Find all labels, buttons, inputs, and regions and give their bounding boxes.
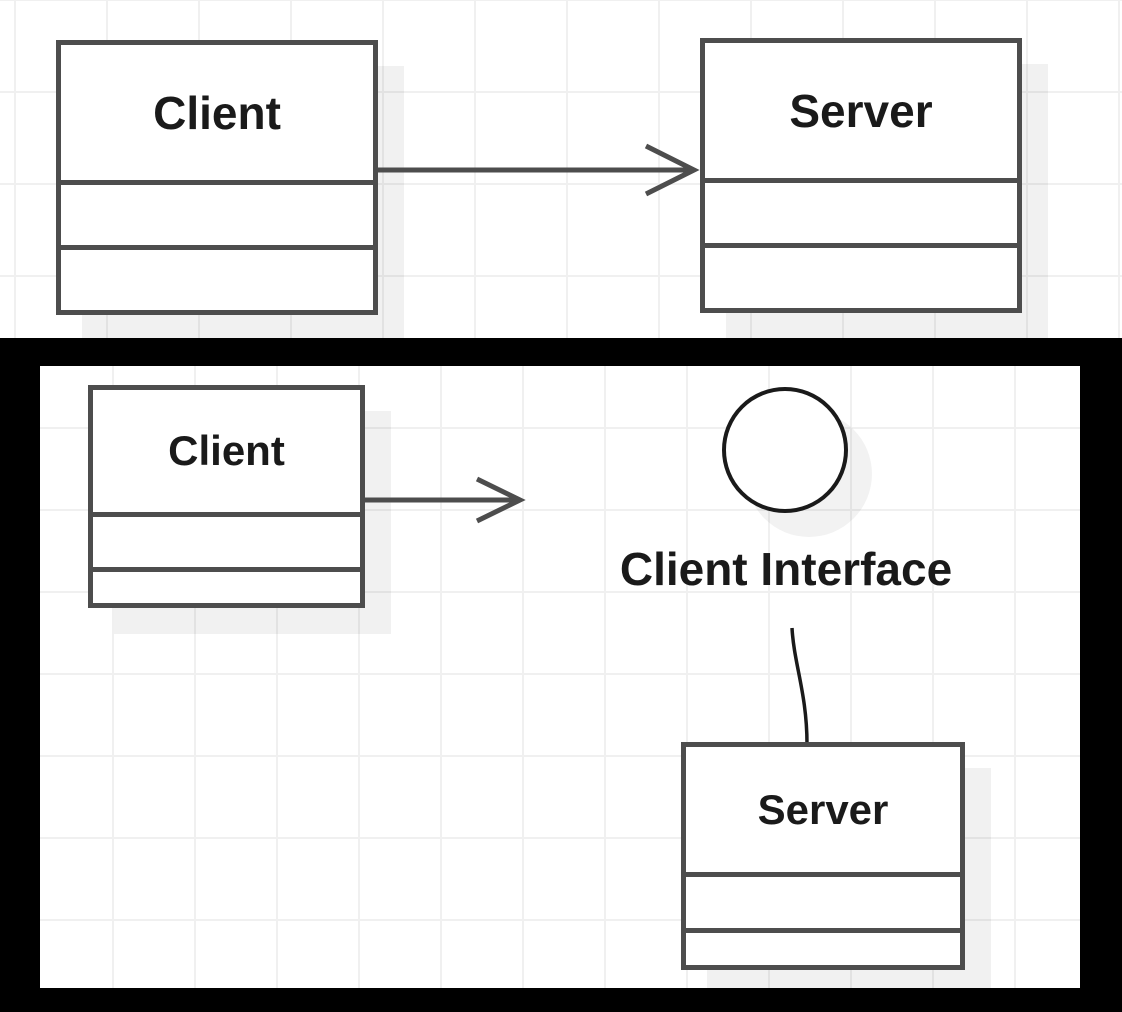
top-client-class-title: Client: [153, 86, 281, 139]
open-arrowhead-icon: [475, 476, 526, 524]
top-client-operations-compartment: [61, 245, 373, 310]
top-client-attributes-compartment: [61, 180, 373, 245]
top-server-attributes-compartment: [705, 178, 1017, 243]
bottom-client-operations-compartment: [93, 567, 360, 603]
interface-circle-shape[interactable]: [722, 387, 848, 513]
bottom-diagram-canvas: Client Client Interface Server: [40, 366, 1080, 988]
interface-label: Client Interface: [619, 543, 953, 595]
bottom-server-operations-compartment: [686, 928, 960, 965]
top-client-class-shape[interactable]: Client: [56, 40, 378, 315]
open-arrowhead-icon: [644, 143, 700, 197]
top-server-operations-compartment: [705, 243, 1017, 308]
top-server-class-title: Server: [789, 84, 933, 137]
bottom-client-class-title: Client: [168, 427, 285, 474]
interface-connector-line[interactable]: [785, 624, 815, 748]
bottom-frame-background: Client Client Interface Server: [0, 366, 1122, 1012]
top-association-arrow[interactable]: [378, 140, 708, 200]
bottom-server-attributes-compartment: [686, 872, 960, 928]
bottom-server-class-title: Server: [757, 785, 889, 833]
bottom-association-arrow[interactable]: [365, 470, 527, 530]
black-divider-band: [0, 338, 1122, 366]
top-diagram-canvas: Client Server: [0, 0, 1122, 338]
bottom-client-attributes-compartment: [93, 512, 360, 567]
bottom-client-class-shape[interactable]: Client: [88, 385, 365, 608]
top-server-class-shape[interactable]: Server: [700, 38, 1022, 313]
bottom-server-class-shape[interactable]: Server: [681, 742, 965, 970]
